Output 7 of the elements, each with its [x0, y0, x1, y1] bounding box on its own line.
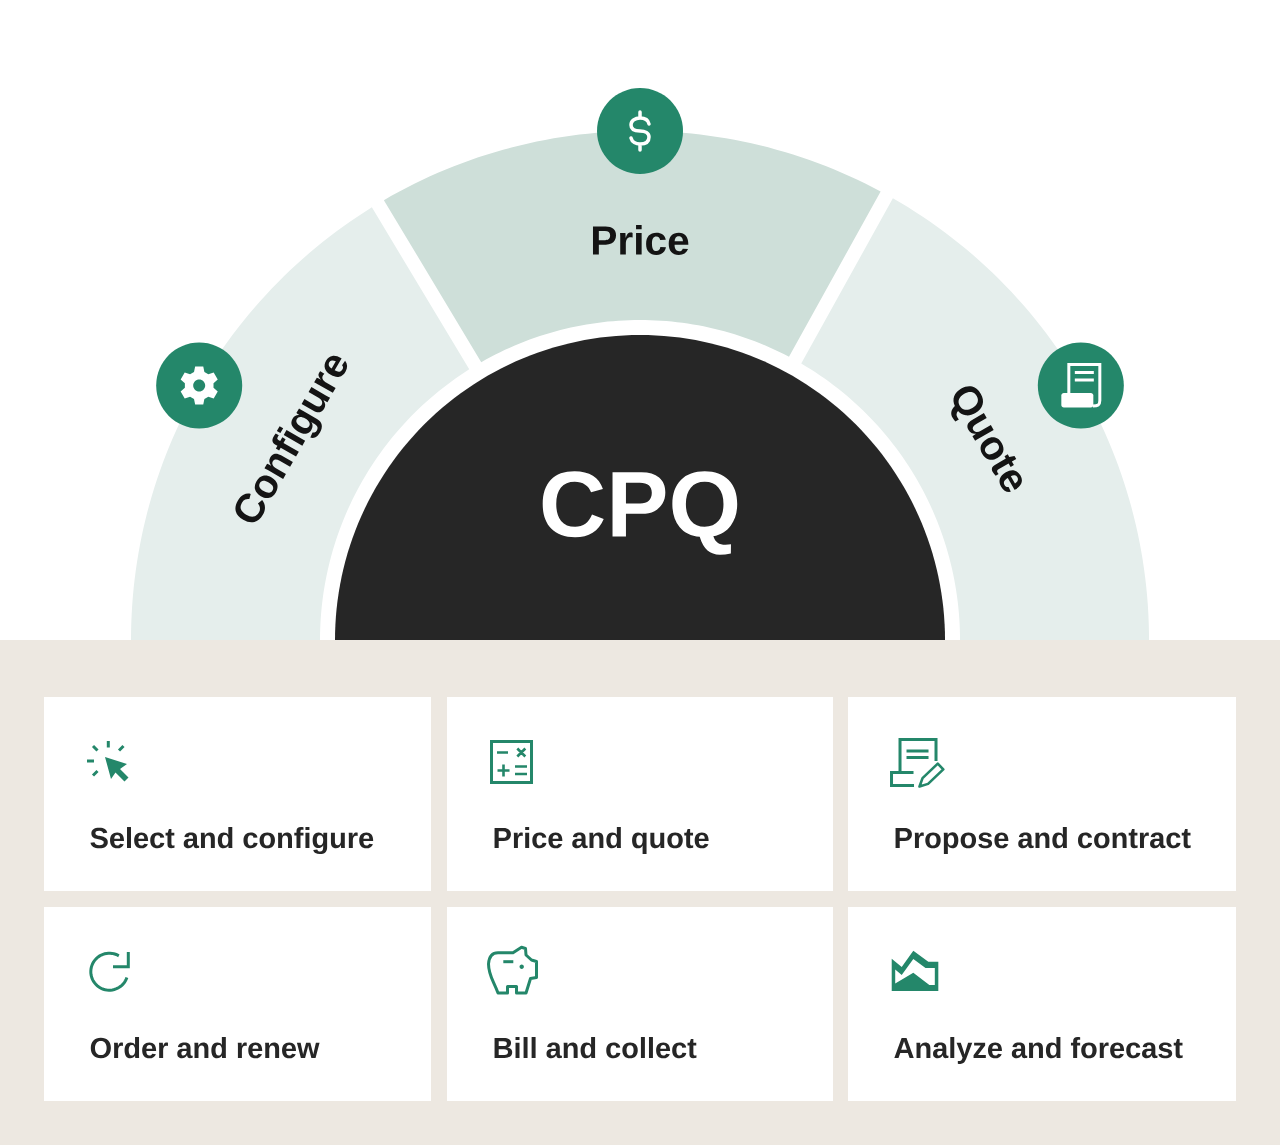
card: Propose and contract	[848, 697, 1236, 891]
card: Price and quote	[447, 697, 833, 891]
ring-segment: Price	[383, 131, 881, 363]
card: Select and configure	[44, 697, 431, 891]
card: Analyze and forecast	[848, 907, 1236, 1101]
card: Order and renew	[44, 907, 431, 1101]
card: Bill and collect	[447, 907, 833, 1101]
